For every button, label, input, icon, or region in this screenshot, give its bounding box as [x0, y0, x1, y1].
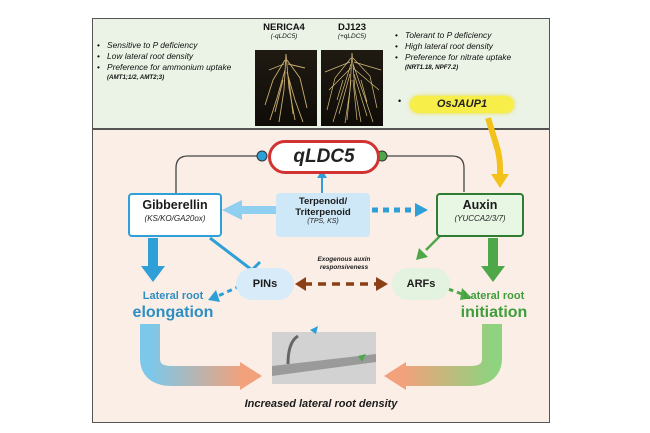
auxin-title: Auxin: [462, 198, 498, 212]
arrow-layer: [140, 117, 509, 390]
dj123-genes: (NRT1.18, NPF7.2): [405, 64, 459, 71]
terpenoid-line2: Triterpenoid: [295, 207, 351, 218]
nerica4-trait: Low lateral root density: [97, 51, 247, 62]
gibberellin-box: Gibberellin (KS/KO/GA20ox): [128, 193, 222, 237]
nerica4-trait-list: Sensitive to P deficiency Low lateral ro…: [97, 40, 247, 73]
terpenoid-genes: (TPS, KS): [307, 218, 339, 225]
exogenous-line1: Exogenous auxin: [317, 256, 371, 263]
left-outcome: Lateral root elongation: [118, 290, 228, 322]
exogenous-line2: responsiveness: [319, 263, 369, 271]
auxin-down-shaft: [488, 238, 498, 268]
right-outcome-line2: initiation: [460, 304, 528, 321]
initiation-head: [384, 362, 406, 390]
micrograph-root: [272, 354, 376, 376]
nerica4-label: NERICA4 (-qLDC5): [254, 22, 314, 40]
dj123-trait: Tolerant to P deficiency: [395, 30, 545, 41]
dj123-traits: Tolerant to P deficiency High lateral ro…: [395, 30, 545, 71]
osjaup1-arrow-head: [491, 174, 509, 188]
terp-to-gib-shaft: [242, 206, 278, 214]
auxin-genes: (YUCCA2/3/7): [454, 214, 506, 223]
dj123-trait: Preference for nitrate uptake: [395, 52, 545, 63]
terp-to-auxin-head: [415, 203, 428, 217]
right-outcome: Lateral root initiation: [444, 290, 544, 322]
terpenoid-line1: Terpenoid/: [298, 196, 348, 207]
gib-down-head: [141, 266, 165, 282]
left-outcome-line1: Lateral root: [142, 290, 204, 302]
dj123-trait-list: Tolerant to P deficiency High lateral ro…: [395, 30, 545, 63]
right-outcome-line1: Lateral root: [463, 290, 525, 302]
dj123-label: DJ123 (+qLDC5): [324, 22, 380, 40]
elongation-to-density: [140, 324, 242, 386]
micrograph-blue-marker: [310, 326, 318, 334]
osjaup1-bullet: •: [398, 96, 402, 106]
nerica4-root-photo: [255, 50, 317, 126]
auxin-box: Auxin (YUCCA2/3/7): [436, 193, 524, 237]
exogenous-label: Exogenous auxin responsiveness: [296, 256, 392, 271]
left-outcome-line2: elongation: [132, 304, 214, 321]
blue-node: [256, 150, 268, 162]
dj123-trait: High lateral root density: [395, 41, 545, 52]
connector-gibberellin: [175, 155, 262, 193]
arfs-to-initiation-head: [460, 288, 472, 300]
qldc5-oval: qLDC5: [268, 140, 380, 174]
gibberellin-genes: (KS/KO/GA20ox): [144, 214, 206, 223]
dj123-roots: [324, 52, 382, 124]
footer-text: Increased lateral root density: [244, 398, 398, 410]
initiation-to-density: [404, 324, 502, 386]
elongation-head: [240, 362, 262, 390]
nerica4-genes: (AMT1;1/2, AMT2;3): [107, 74, 165, 81]
terpenoid-up-head: [317, 170, 327, 178]
gib-down-shaft: [148, 238, 158, 268]
nerica4-trait: Sensitive to P deficiency: [97, 40, 247, 51]
nerica4-roots: [264, 53, 308, 123]
pins-oval: PINs: [236, 268, 294, 300]
nerica4-trait: Preference for ammonium uptake: [97, 62, 247, 73]
auxin-down-head: [481, 266, 505, 282]
gib-inhibit-pins: [209, 236, 253, 272]
osjaup1-oval: OsJAUP1: [410, 96, 514, 113]
dj123-sub: (+qLDC5): [337, 33, 367, 40]
pins-arfs-left-head: [295, 277, 306, 291]
terpenoid-box: Terpenoid/ Triterpenoid (TPS, KS): [276, 193, 370, 237]
nerica4-sub: (-qLDC5): [270, 33, 298, 40]
osjaup1-arrow: [485, 117, 503, 176]
gibberellin-title: Gibberellin: [142, 198, 208, 212]
nerica4-traits: Sensitive to P deficiency Low lateral ro…: [97, 40, 247, 81]
auxin-to-arfs-head: [416, 248, 428, 260]
nerica4-name: NERICA4: [263, 22, 305, 33]
micrograph-green-marker: [358, 354, 366, 362]
micrograph-lateral-root: [286, 334, 299, 365]
dj123-name: DJ123: [338, 22, 366, 33]
pins-to-elongation-head: [208, 290, 220, 302]
connector-auxin: [382, 155, 465, 192]
pins-arfs-right-head: [376, 277, 388, 291]
root-photos: [255, 50, 383, 126]
arfs-oval: ARFs: [392, 268, 450, 300]
terp-to-gib-head: [222, 200, 242, 220]
